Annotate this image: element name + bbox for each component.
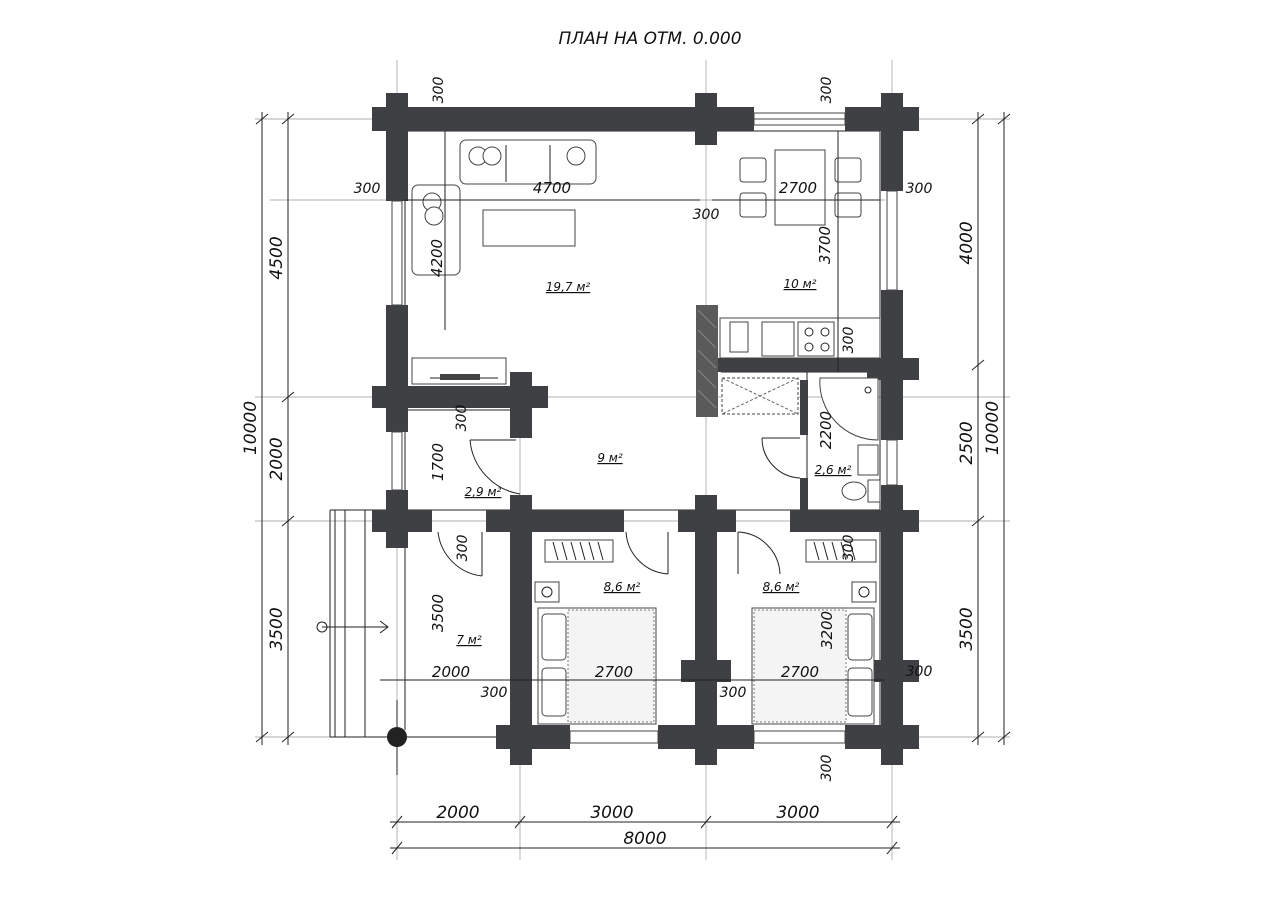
dim-bottom-total: 8000 [623, 829, 666, 849]
bath-sink [857, 444, 879, 476]
tv-stand [411, 357, 507, 385]
outer-dimension-labels: 2000 3000 3000 8000 4500 2000 3500 10000… [241, 221, 1003, 849]
dim-living-height: 4200 [428, 239, 446, 277]
dim-left-2: 2000 [267, 437, 287, 480]
windows [391, 112, 898, 744]
dim-bed2-top-wall: 300 [841, 535, 857, 562]
dim-wall-left-top: 300 [354, 181, 381, 197]
kitchen-wall-hatch [696, 305, 718, 417]
dim-terrace-width: 2000 [432, 663, 470, 681]
dim-kitchen-height: 3700 [816, 226, 834, 264]
sofa-top [459, 139, 597, 185]
dim-bed2-left-wall: 300 [720, 685, 747, 701]
area-terrace: 7 м² [456, 633, 482, 647]
dim-wall-mid: 300 [693, 207, 720, 223]
dim-bed2-width: 2700 [781, 663, 819, 681]
inner-dimension-labels: 300 300 300 300 300 300 300 300 300 300 … [354, 77, 933, 782]
bathtub [819, 377, 879, 441]
bed-2 [751, 581, 877, 725]
coffee-table [482, 209, 576, 247]
area-bedroom-2: 8,6 м² [763, 580, 800, 594]
dim-bottom-3: 3000 [776, 803, 819, 823]
dim-right-1: 4000 [957, 221, 977, 264]
sofa-left [411, 184, 461, 276]
dim-kitchen-width: 2700 [779, 179, 817, 197]
area-bathroom: 2,6 м² [815, 463, 852, 477]
wardrobe-1 [544, 539, 614, 563]
dim-wall-top-right: 300 [819, 77, 835, 104]
toilet [841, 479, 881, 503]
wardrobe-2 [805, 539, 877, 563]
dim-bottom-1: 2000 [436, 803, 479, 823]
dim-bottom-2: 3000 [590, 803, 633, 823]
dim-kitchen-wall: 300 [841, 327, 857, 354]
dim-left-3: 3500 [267, 607, 287, 650]
area-kitchen: 10 м² [784, 277, 817, 291]
dim-bed1-width: 2700 [595, 663, 633, 681]
dim-hall-height: 1700 [429, 443, 447, 481]
dim-bath-height: 2200 [817, 411, 835, 449]
dim-wall-right-top: 300 [906, 181, 933, 197]
dim-left-total: 10000 [241, 401, 261, 455]
kitchen-counter [719, 317, 881, 359]
post-top-mid [695, 93, 717, 145]
area-living: 19,7 м² [546, 280, 591, 294]
dim-terrace-wall: 300 [455, 535, 471, 562]
bed-1 [534, 581, 657, 725]
dining-table [739, 149, 862, 226]
dim-bed2-right-wall: 300 [906, 664, 933, 680]
dim-terrace-height: 3500 [429, 594, 447, 632]
terrace-column [360, 700, 440, 775]
area-hall: 9 м² [597, 451, 623, 465]
dim-wall-bottom-right: 300 [819, 755, 835, 782]
dimension-lines [255, 112, 1011, 855]
dim-right-total: 10000 [983, 401, 1003, 455]
doors [437, 437, 801, 577]
dim-hall-wall: 300 [454, 405, 470, 432]
dim-bed2-height: 3200 [818, 611, 836, 649]
room-area-labels: 19,7 м² 10 м² 9 м² 2,9 м² 2,6 м² 8,6 м² … [456, 277, 851, 647]
dim-right-3: 3500 [957, 607, 977, 650]
area-closet: 2,9 м² [465, 485, 502, 499]
dim-wall-top-left: 300 [431, 77, 447, 104]
storage-area [721, 377, 799, 415]
furniture [316, 139, 881, 775]
dim-left-1: 4500 [267, 236, 287, 279]
area-bedroom-1: 8,6 м² [604, 580, 641, 594]
plan-title: ПЛАН НА ОТМ. 0.000 [558, 29, 741, 49]
dim-bed1-left-wall: 300 [481, 685, 508, 701]
dim-right-2: 2500 [957, 421, 977, 464]
dim-living-width: 4700 [533, 179, 571, 197]
entrance-arrow [316, 510, 389, 737]
